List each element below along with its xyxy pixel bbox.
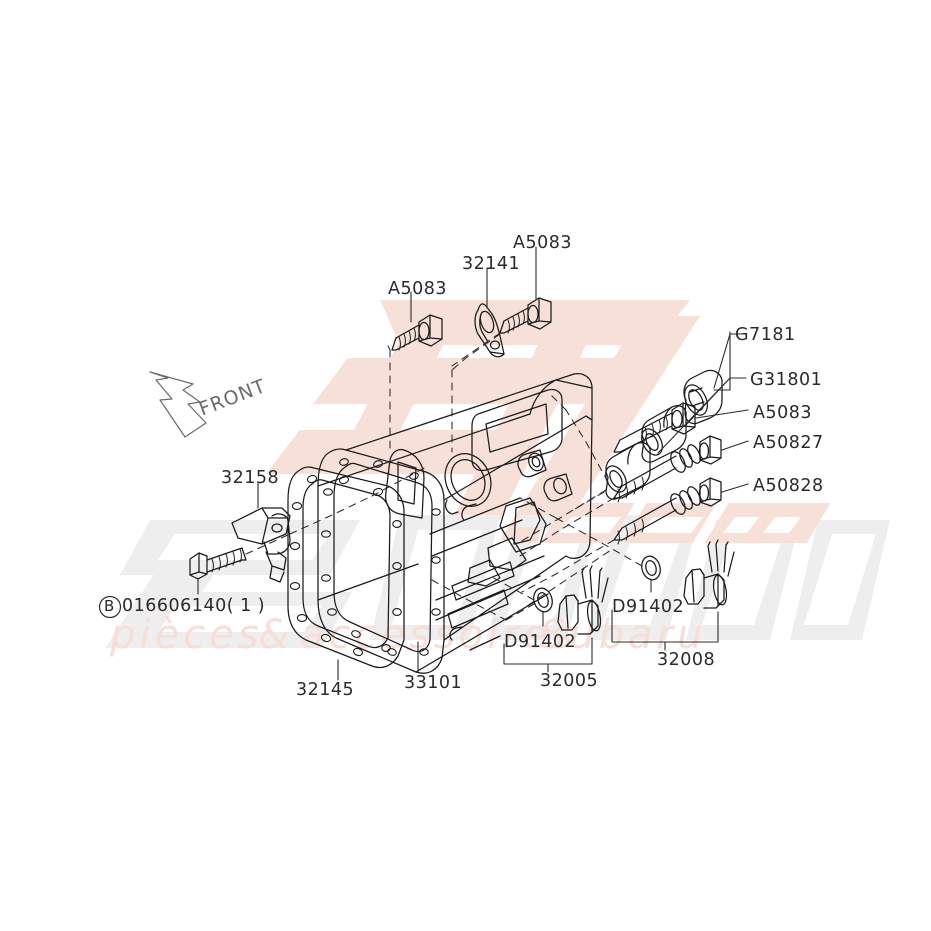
part-32158-bracket <box>231 507 291 583</box>
label-016606140: 016606140( 1 ) <box>122 596 266 616</box>
label-32005: 32005 <box>540 671 599 691</box>
part-a5083-bolt-right <box>613 402 696 453</box>
label-32145: 32145 <box>296 680 355 700</box>
part-32008-switch-assembly <box>641 539 735 609</box>
part-33101-extension-housing <box>317 372 593 674</box>
label-a5083-top: A5083 <box>513 233 573 253</box>
label-d91402-left: D91402 <box>504 632 577 652</box>
label-32141: 32141 <box>462 254 521 274</box>
part-016606140-bolt <box>189 547 247 580</box>
label-g31801: G31801 <box>750 370 823 390</box>
part-32141-oval-gasket <box>474 303 505 358</box>
part-a50828-stud <box>613 477 722 545</box>
side-port-opening <box>444 453 492 515</box>
label-32008: 32008 <box>657 650 716 670</box>
circled-b-symbol <box>98 595 122 619</box>
label-33101: 33101 <box>404 673 463 693</box>
part-a5083-bolt-top <box>499 297 552 334</box>
part-g7181-oil-seal <box>683 369 723 425</box>
label-d91402-right: D91402 <box>612 597 685 617</box>
circled-b-letter: B <box>104 597 115 615</box>
label-a5083-right: A5083 <box>753 403 813 423</box>
part-a50827-stud <box>613 435 722 503</box>
assembly-dashed-lines <box>245 332 643 621</box>
part-32005-switch-assembly <box>533 565 609 635</box>
part-d91402-oring-left <box>533 587 553 613</box>
front-arrow-icon <box>149 371 207 438</box>
label-g7181: G7181 <box>735 325 796 345</box>
leader-lines <box>197 246 749 681</box>
part-d91402-oring-right <box>641 555 661 581</box>
label-a50828: A50828 <box>753 476 824 496</box>
st-monogram-watermark <box>266 300 700 540</box>
rear-mounting-bosses <box>467 449 573 587</box>
label-a5083-left: A5083 <box>388 279 448 299</box>
part-32145-gasket <box>287 466 405 669</box>
label-32158: 32158 <box>221 468 280 488</box>
part-a5083-bolt-left <box>391 314 443 351</box>
label-a50827: A50827 <box>753 433 824 453</box>
